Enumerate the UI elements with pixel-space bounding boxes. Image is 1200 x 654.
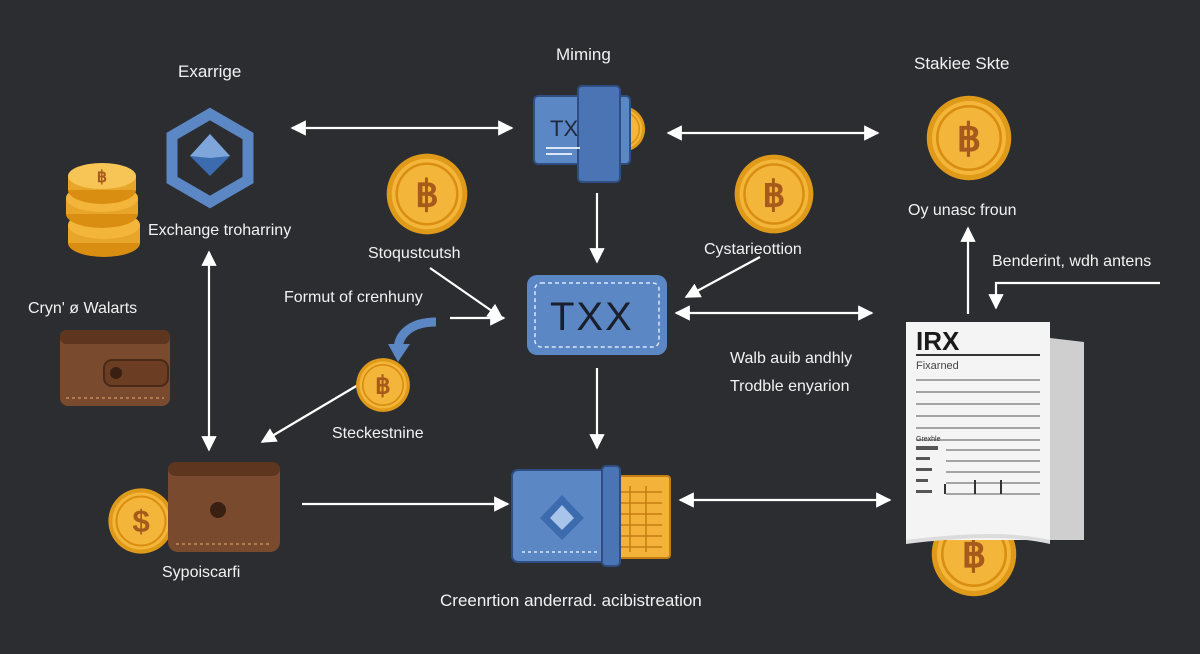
- doc-title: IRX: [916, 326, 960, 356]
- arrow-stoqust-txx: [429, 267, 504, 319]
- label-crypto-wallets: Cryn' ø Walarts: [28, 300, 138, 317]
- label-stoqust: Stoqustcutsh: [368, 245, 461, 262]
- label-format: Formut of crenhuny: [284, 289, 423, 306]
- label-exchange: Exarrige: [178, 62, 242, 81]
- connectors: [201, 120, 1160, 512]
- label-cystar: Cystarieottion: [704, 241, 802, 258]
- doc-row-label: Grexhle: [916, 436, 941, 443]
- label-trodble: Trodble enyarion: [730, 378, 850, 395]
- label-oy-unasc: Oy unasc froun: [908, 202, 1017, 219]
- arrow-coin-wallet: [260, 384, 359, 443]
- mining-tx-card-icon: [533, 85, 646, 183]
- coin-stack-icon: ฿: [66, 163, 140, 257]
- label-steckestnine: Steckestnine: [332, 425, 424, 442]
- label-sypoiscarfi: Sypoiscarfi: [162, 564, 241, 581]
- coin-dollar-icon: [107, 487, 175, 555]
- coin-cystar-icon: [733, 153, 815, 235]
- label-exchange-tracking: Exchange troharriny: [148, 222, 292, 239]
- label-bottom: Creenrtion anderrad. acibistreation: [440, 591, 702, 610]
- svg-text:฿: ฿: [97, 169, 107, 186]
- exchange-hexagon-icon: [166, 107, 254, 209]
- label-mining: Miming: [556, 45, 611, 64]
- txx-box: [527, 275, 667, 355]
- arrow-cystar-txx: [684, 256, 761, 298]
- wallet-bottom-icon: [168, 462, 280, 552]
- ledger-card-icon: [511, 465, 671, 567]
- coin-stake-icon: [925, 94, 1013, 182]
- txx-box-text: TXX: [550, 295, 634, 339]
- label-walb: Walb auib andhly: [730, 350, 853, 367]
- coin-steckestnine-icon: [355, 357, 411, 413]
- coin-stoqust-icon: [385, 152, 469, 236]
- tx-card-text: TX: [550, 116, 579, 141]
- label-stake: Stakiee Skte: [914, 54, 1010, 73]
- document-icon: [906, 322, 1084, 544]
- arrow-benderint-doc: [988, 281, 1160, 310]
- wallet-left-icon: [60, 330, 170, 406]
- label-benderint: Benderint, wdh antens: [992, 253, 1152, 270]
- doc-subtitle: Fixarned: [916, 360, 959, 372]
